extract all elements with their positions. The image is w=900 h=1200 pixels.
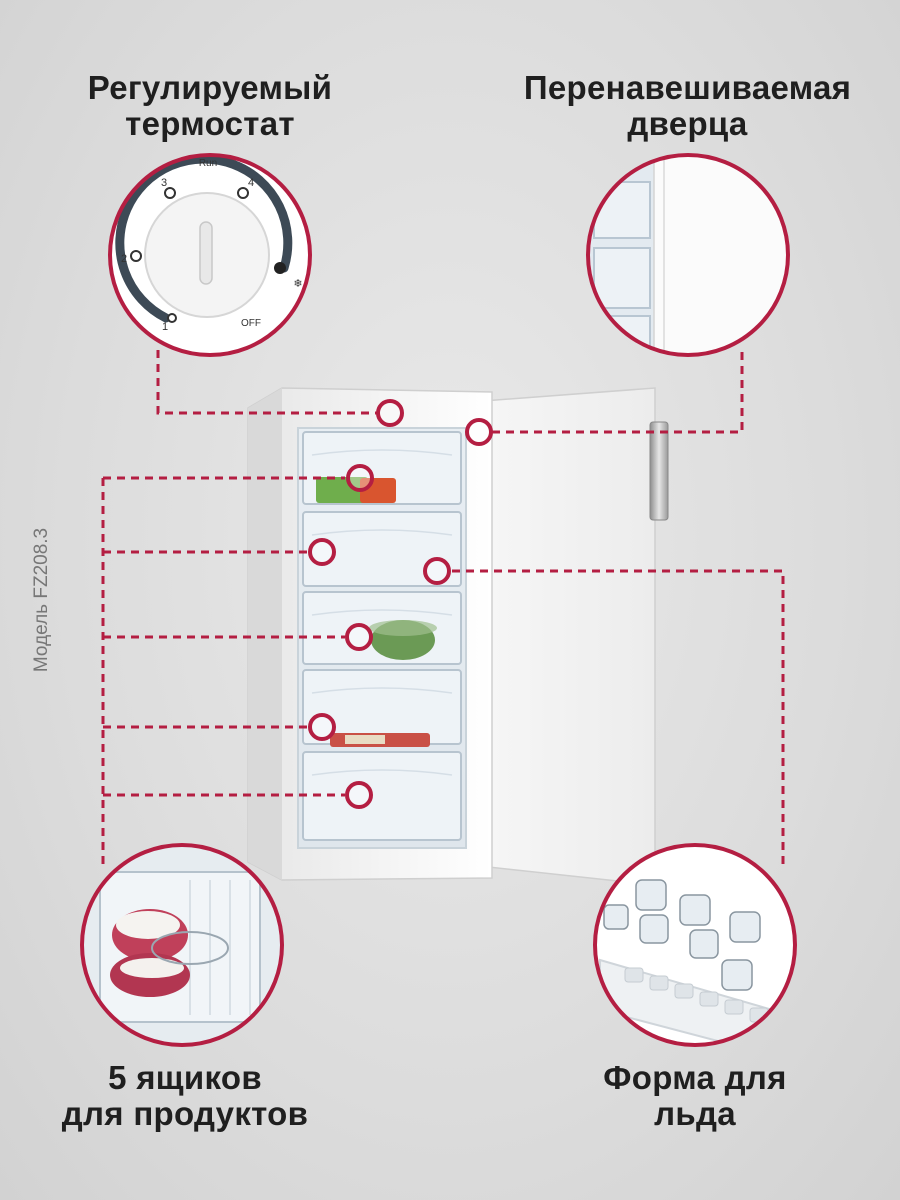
door-callout: [586, 153, 790, 357]
ice-tray-callout: [593, 843, 797, 1047]
hotspot-thermostat[interactable]: [376, 399, 404, 427]
hotspot-ice[interactable]: [423, 557, 451, 585]
drawers-caption-line1: 5 ящиков: [108, 1059, 262, 1096]
thermostat-caption-line2: термостат: [125, 105, 295, 142]
dial-label-1: 1: [162, 321, 168, 333]
door-caption-line2: дверца: [627, 105, 748, 142]
drawer-callout: [80, 843, 284, 1047]
drawers-caption: 5 ящиков для продуктов: [30, 1060, 340, 1132]
door-panel-closeup: [653, 155, 788, 355]
knob-grip: [199, 221, 213, 285]
dial-label-2: 2: [121, 253, 127, 265]
door-caption: Перенавешиваемая дверца: [500, 70, 875, 142]
freezer-illustration: [247, 387, 669, 886]
snowflake-icon: ❄: [293, 278, 302, 290]
ice-caption-line1: Форма для: [603, 1059, 787, 1096]
thermostat-caption: Регулируемый термостат: [60, 70, 360, 142]
hotspot-door[interactable]: [465, 418, 493, 446]
hotspot-drawer-3[interactable]: [345, 623, 373, 651]
hotspot-drawer-1[interactable]: [346, 464, 374, 492]
door-handle: [649, 421, 669, 521]
thermostat-caption-line1: Регулируемый: [87, 69, 333, 106]
hotspot-drawer-4[interactable]: [308, 713, 336, 741]
ice-cubes: [603, 879, 761, 991]
dial-label-3: 3: [161, 177, 167, 189]
model-label: Модель FZ208.3: [31, 527, 52, 673]
dial-label-run: Run: [199, 158, 217, 169]
dial-label-off: OFF: [241, 318, 261, 329]
drawers-caption-line2: для продуктов: [61, 1095, 309, 1132]
dial-label-4: 4: [248, 177, 254, 189]
ice-caption: Форма для льда: [570, 1060, 820, 1132]
hotspot-drawer-2[interactable]: [308, 538, 336, 566]
freezer-door: [469, 387, 656, 886]
thermostat-callout: Run 3 4 2 1 OFF ❄: [108, 153, 312, 357]
door-caption-line1: Перенавешиваемая: [523, 69, 852, 106]
ice-caption-line2: льда: [654, 1095, 736, 1132]
leader-lines: [101, 350, 785, 870]
drawer-2: [302, 511, 462, 587]
drawer-5: [302, 751, 462, 841]
hotspot-drawer-5[interactable]: [345, 781, 373, 809]
food-package: [316, 477, 368, 503]
